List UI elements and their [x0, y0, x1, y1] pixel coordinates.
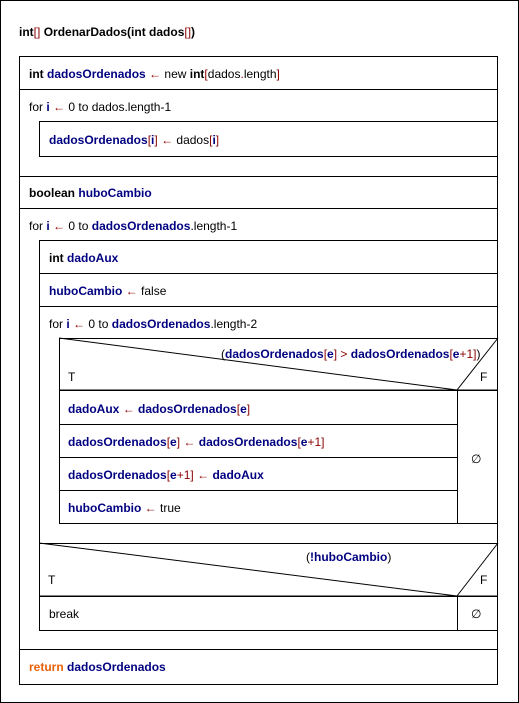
stmt-copy-element-text: dadosOrdenados[i] ← dados[i]: [49, 133, 220, 147]
if-break-condition-triangle: [38, 542, 499, 597]
stmt-break: [39, 596, 458, 631]
stmt-huboCambio-true: [59, 490, 458, 524]
stmt-return: [19, 649, 498, 685]
stmt-break-text: break: [49, 607, 80, 621]
for-loop-outer-header: for i ← 0 to dadosOrdenados.length-1: [29, 219, 238, 233]
stmt-swap-first-text: dadosOrdenados[e] ← dadosOrdenados[e+1]: [68, 435, 325, 449]
stmt-dadoAux-assign-text: dadoAux ← dadosOrdenados[e]: [68, 402, 251, 416]
stmt-huboCambio-false-text: huboCambio ← false: [49, 284, 167, 298]
if-swap-condition: (dadosOrdenados[e] > dadosOrdenados[e+1]…: [221, 347, 481, 361]
if-break-false-branch: [457, 596, 498, 631]
if-swap-condition-triangle: [58, 337, 499, 391]
if-swap-false-branch: [457, 390, 498, 524]
stmt-return-text: return dadosOrdenados: [29, 660, 166, 674]
stmt-declare-dadosOrdenados-text: int dadosOrdenados ← new int[dados.lengt…: [29, 67, 280, 81]
stmt-copy-element: [39, 121, 498, 157]
if-break-condition: (!huboCambio): [306, 550, 392, 564]
empty-set-icon: ∅: [471, 607, 482, 621]
if-swap-true-label: T: [68, 370, 76, 384]
stmt-declare-dadoAux: [39, 240, 498, 274]
stmt-huboCambio-false: [39, 273, 498, 307]
stmt-declare-huboCambio-text: boolean huboCambio: [29, 186, 152, 200]
stmt-declare-dadoAux-text: int dadoAux: [49, 251, 119, 265]
if-break-true-label: T: [48, 573, 56, 587]
stmt-declare-huboCambio: [19, 176, 498, 209]
for-loop-copy-header: for i ← 0 to dados.length-1: [29, 100, 172, 114]
stmt-declare-dadosOrdenados: [19, 56, 498, 90]
empty-set-icon: ∅: [471, 452, 482, 466]
for-loop-inner-header: for i ← 0 to dadosOrdenados.length-2: [49, 317, 258, 331]
if-break-false-label: F: [480, 573, 488, 587]
function-signature: int[] OrdenarDados(int dados[]): [19, 25, 196, 39]
stmt-huboCambio-true-text: huboCambio ← true: [68, 501, 181, 515]
if-swap-false-label: F: [480, 370, 488, 384]
stmt-swap-second-text: dadosOrdenados[e+1] ← dadoAux: [68, 468, 264, 482]
